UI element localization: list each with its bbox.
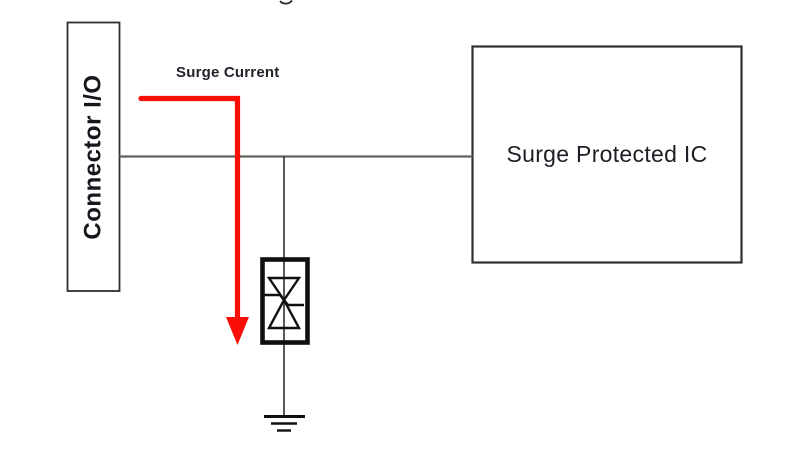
surge-current-path bbox=[138, 95, 241, 322]
surge-current-arrow bbox=[138, 95, 249, 345]
tvs-diode-zener-bar bbox=[264, 293, 304, 307]
tvs-diode-outline-box bbox=[260, 257, 310, 345]
tvs-diode-upper-triangle bbox=[266, 276, 302, 303]
connector-io-label-wrap: Connector I/O bbox=[67, 22, 120, 291]
surge-protected-ic-label: Surge Protected IC bbox=[506, 141, 708, 167]
tvs-diode-icon bbox=[260, 257, 310, 345]
surge-protected-ic-box bbox=[471, 45, 743, 264]
cropped-text-artifact bbox=[279, 0, 293, 5]
connector-io-label: Connector I/O bbox=[79, 73, 107, 240]
surge-current-arrowhead bbox=[226, 317, 249, 345]
ground-icon bbox=[264, 415, 305, 432]
surge-current-label: Surge Current bbox=[176, 64, 280, 81]
tvs-diode-lower-triangle bbox=[266, 297, 302, 330]
